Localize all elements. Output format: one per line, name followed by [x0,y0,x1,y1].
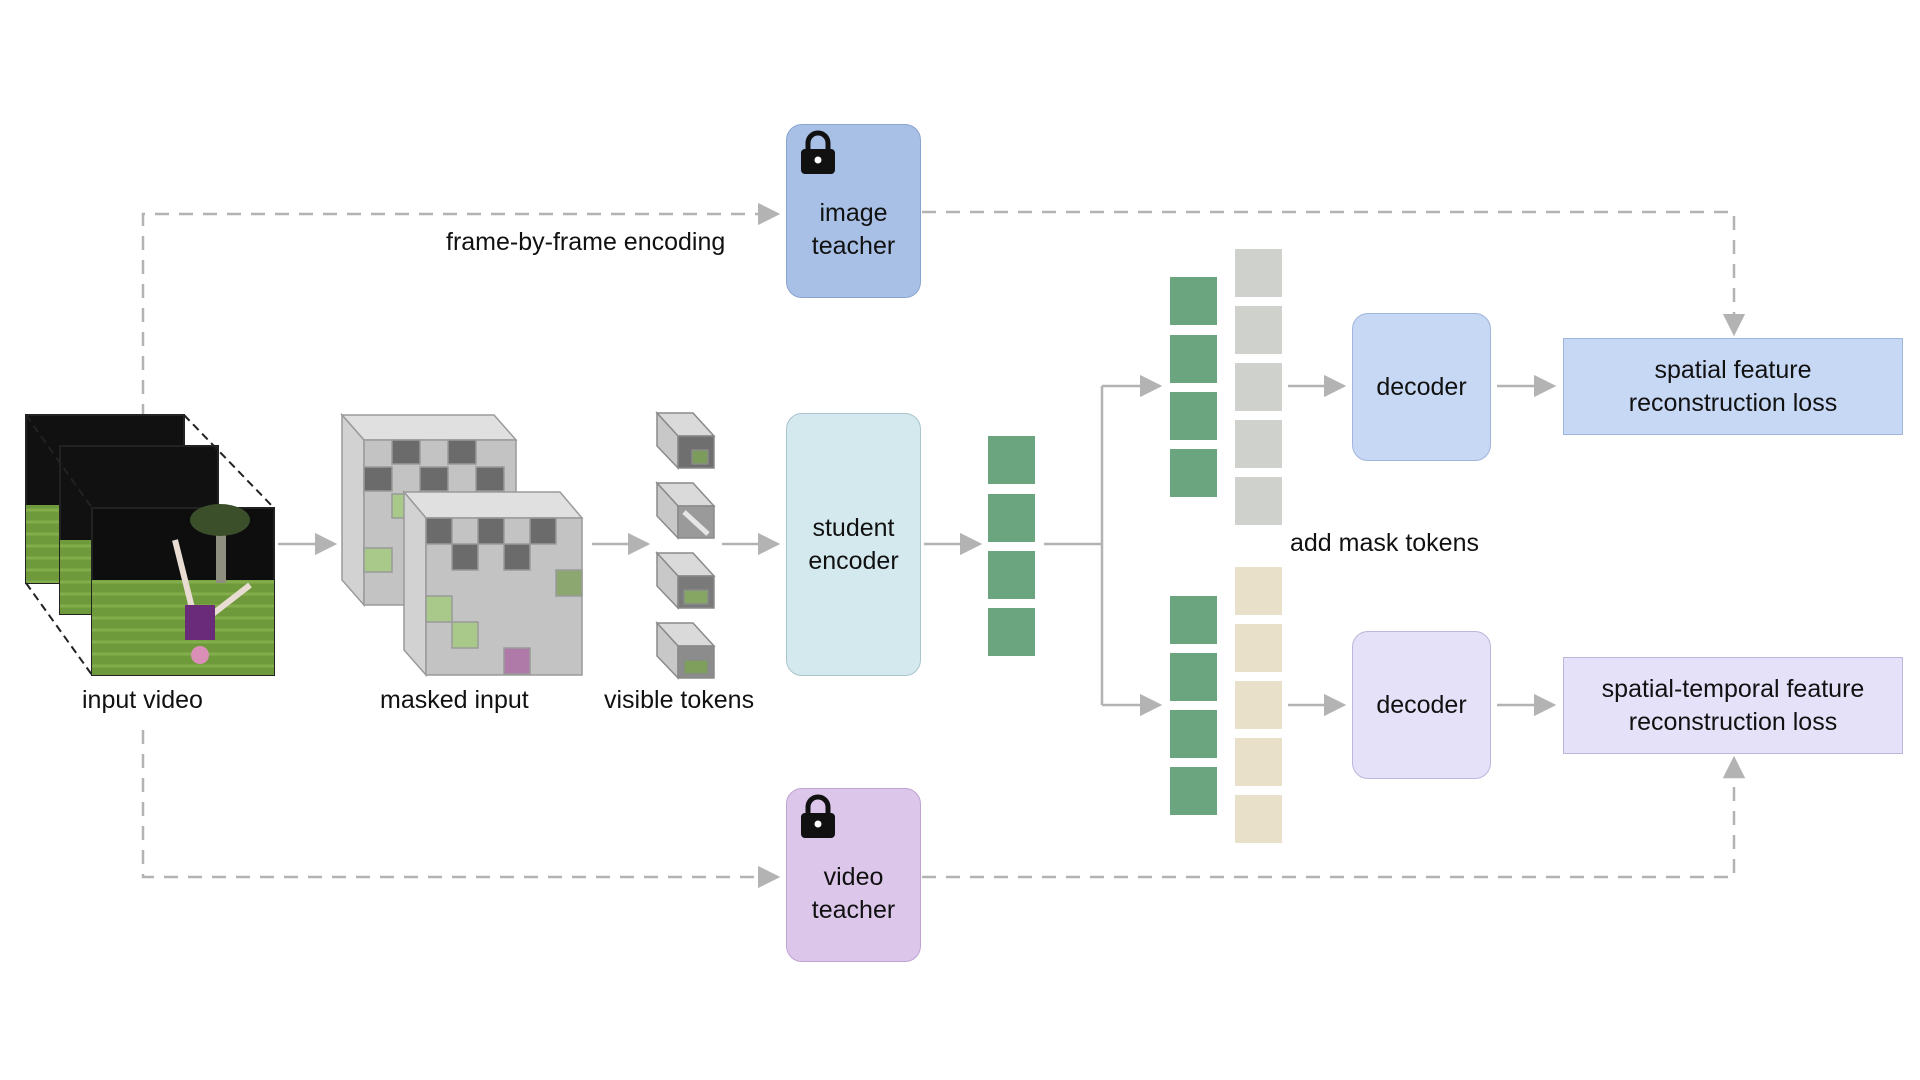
lock-icon [801,130,835,174]
mask-token-top-3 [1235,363,1282,411]
visible-token-bottom-4 [1170,767,1217,815]
arrow-split [1044,386,1104,705]
frame-stack-edges [25,414,275,676]
image-teacher-label: image teacher [811,199,896,260]
spatial-loss-block: spatial feature reconstruction loss [1563,338,1903,435]
mask-token-bottom-3 [1235,681,1282,729]
mask-token-bottom-5 [1235,795,1282,843]
masked-input-label: masked input [380,686,529,714]
video-teacher-label: video teacher [811,863,896,924]
mask-token-top-4 [1235,420,1282,468]
feature-token-3 [988,551,1035,599]
mask-token-bottom-4 [1235,738,1282,786]
feature-token-4 [988,608,1035,656]
spatial-loss-label: spatial feature reconstruction loss [1628,355,1838,417]
visible-tokens-label: visible tokens [604,686,755,714]
visible-token-top-2 [1170,335,1217,383]
student-encoder-label: student encoder [808,513,899,575]
visible-token-cubes [655,411,716,680]
visible-token-bottom-2 [1170,653,1217,701]
visible-token-bottom-3 [1170,710,1217,758]
frame-by-frame-label: frame-by-frame encoding [446,228,726,256]
mask-token-top-2 [1235,306,1282,354]
visible-token-bottom-1 [1170,596,1217,644]
decoder-top-label: decoder [1376,372,1467,401]
mask-token-top-1 [1235,249,1282,297]
input-video-frames [25,414,275,676]
st-loss-block: spatial-temporal feature reconstruction … [1563,657,1903,754]
visible-token-top-1 [1170,277,1217,325]
add-mask-tokens-label: add mask tokens [1290,529,1479,557]
feature-token-2 [988,494,1035,542]
top-branch-tokens [1170,249,1282,525]
masked-input-cubes [340,413,584,677]
input-video-label: input video [82,686,203,714]
video-teacher-to-st-loss [922,755,1746,879]
bottom-branch-tokens [1170,567,1282,843]
decoder-bottom-label: decoder [1376,690,1467,719]
frame-path-to-image-teacher [141,202,781,418]
mask-token-bottom-1 [1235,567,1282,615]
masked-cube-front [402,489,584,677]
image-teacher-to-spatial-loss [922,210,1746,337]
solid-arrows [278,374,1557,717]
visible-token-top-4 [1170,449,1217,497]
decoder-top-block: decoder [1352,313,1491,461]
student-encoder-block: student encoder [786,413,921,676]
dashed-paths [141,202,1746,889]
visible-token-top-3 [1170,392,1217,440]
video-frame-front [91,504,275,676]
decoder-bottom-block: decoder [1352,631,1491,779]
mask-token-bottom-2 [1235,624,1282,672]
encoded-feature-tokens [988,436,1035,656]
visible-token-2 [655,481,716,540]
visible-token-1 [655,411,716,470]
visible-token-3 [655,551,716,610]
lock-icon [801,794,835,838]
mask-token-top-5 [1235,477,1282,525]
st-loss-label: spatial-temporal feature reconstruction … [1601,674,1865,736]
frame-path-to-video-teacher [141,730,781,889]
visible-token-4 [655,621,716,680]
feature-token-1 [988,436,1035,484]
